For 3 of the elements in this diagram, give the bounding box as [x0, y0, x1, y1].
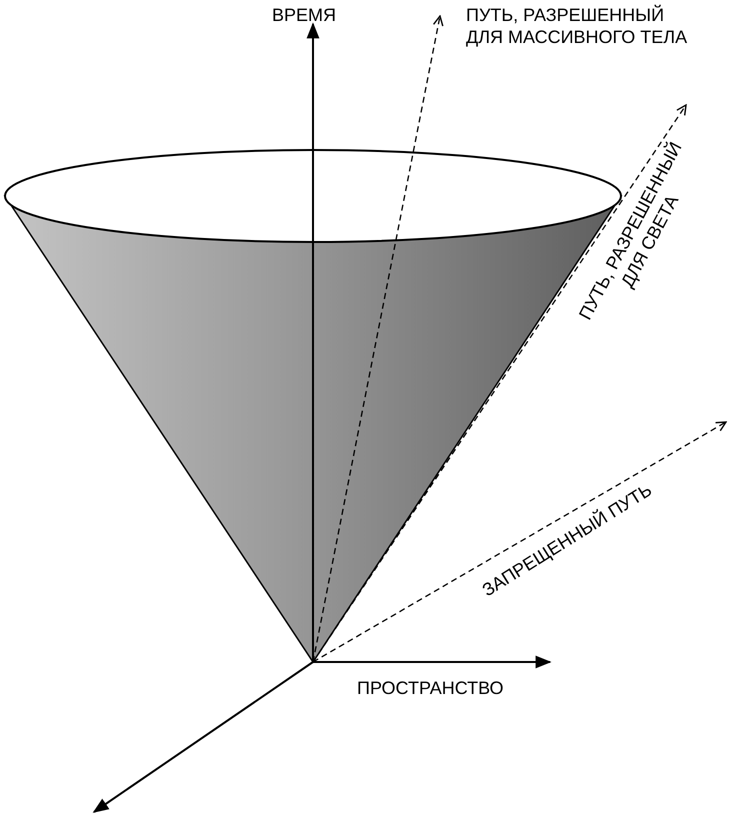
axis-label: ВРЕМЯ [272, 4, 336, 26]
path-label: ПУТЬ, РАЗРЕШЕННЫЙ ДЛЯ МАССИВНОГО ТЕЛА [466, 4, 688, 48]
axis-label: ПРОСТРАНСТВО [357, 677, 504, 699]
